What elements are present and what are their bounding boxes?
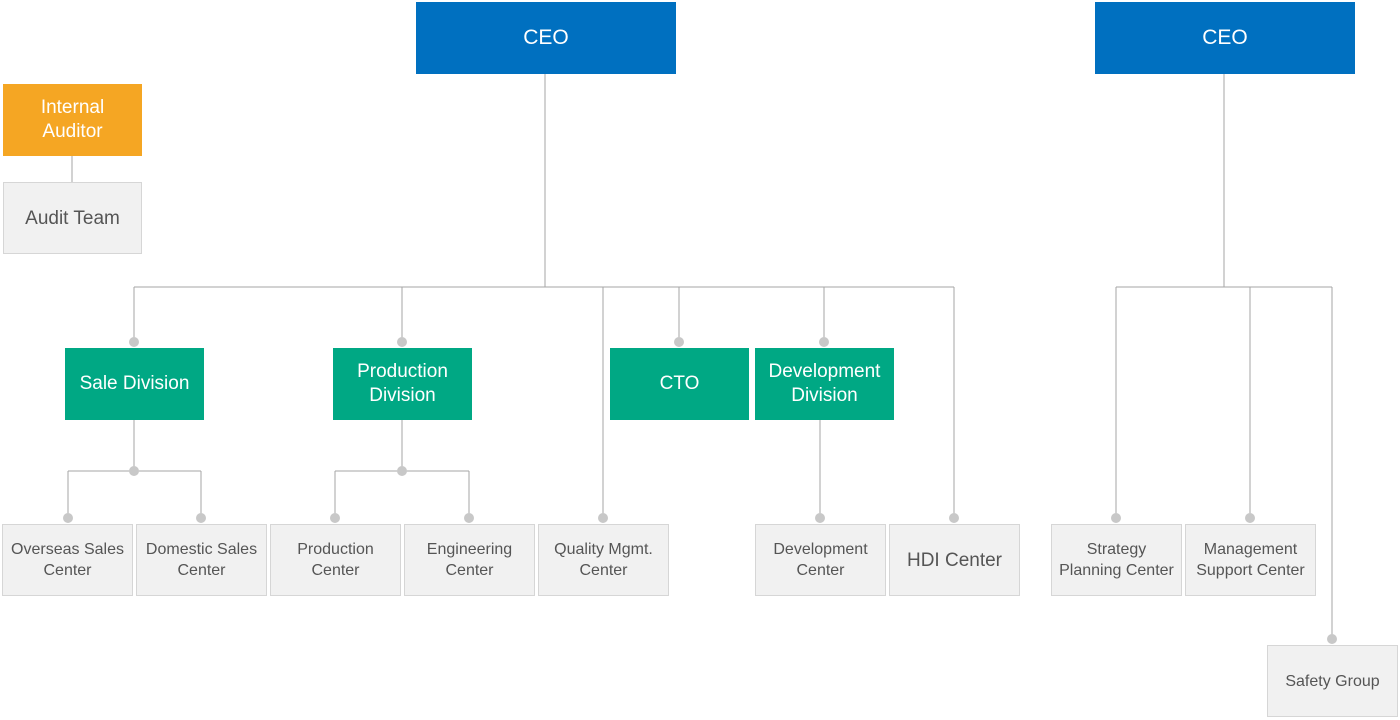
internal-auditor-box: Internal Auditor	[3, 84, 142, 156]
connector-dot	[63, 513, 73, 523]
production-division-box: Production Division	[333, 348, 472, 420]
ceo-box-left: CEO	[416, 2, 676, 74]
overseas-sales-center-box: Overseas Sales Center	[2, 524, 133, 596]
sale-division-box: Sale Division	[65, 348, 204, 420]
engineering-center-box: Engineering Center	[404, 524, 535, 596]
connector-dot	[1245, 513, 1255, 523]
connector-dot	[464, 513, 474, 523]
management-support-center-box: Management Support Center	[1185, 524, 1316, 596]
connector-dot	[129, 337, 139, 347]
development-division-box: Development Division	[755, 348, 894, 420]
quality-mgmt-center-box: Quality Mgmt. Center	[538, 524, 669, 596]
connector-dot	[196, 513, 206, 523]
connector-dot	[674, 337, 684, 347]
connector-dot	[397, 337, 407, 347]
audit-team-box: Audit Team	[3, 182, 142, 254]
connector-dot	[1111, 513, 1121, 523]
connector-dot	[815, 513, 825, 523]
ceo-box-right: CEO	[1095, 2, 1355, 74]
strategy-planning-center-box: Strategy Planning Center	[1051, 524, 1182, 596]
connector-dot	[397, 466, 407, 476]
development-center-box: Development Center	[755, 524, 886, 596]
hdi-center-box: HDI Center	[889, 524, 1020, 596]
connector-dot	[129, 466, 139, 476]
connector-dot	[598, 513, 608, 523]
connector-dot	[949, 513, 959, 523]
connector-dot	[330, 513, 340, 523]
connector-dot	[819, 337, 829, 347]
domestic-sales-center-box: Domestic Sales Center	[136, 524, 267, 596]
safety-group-box: Safety Group	[1267, 645, 1398, 717]
production-center-box: Production Center	[270, 524, 401, 596]
connector-dot	[1327, 634, 1337, 644]
cto-box: CTO	[610, 348, 749, 420]
